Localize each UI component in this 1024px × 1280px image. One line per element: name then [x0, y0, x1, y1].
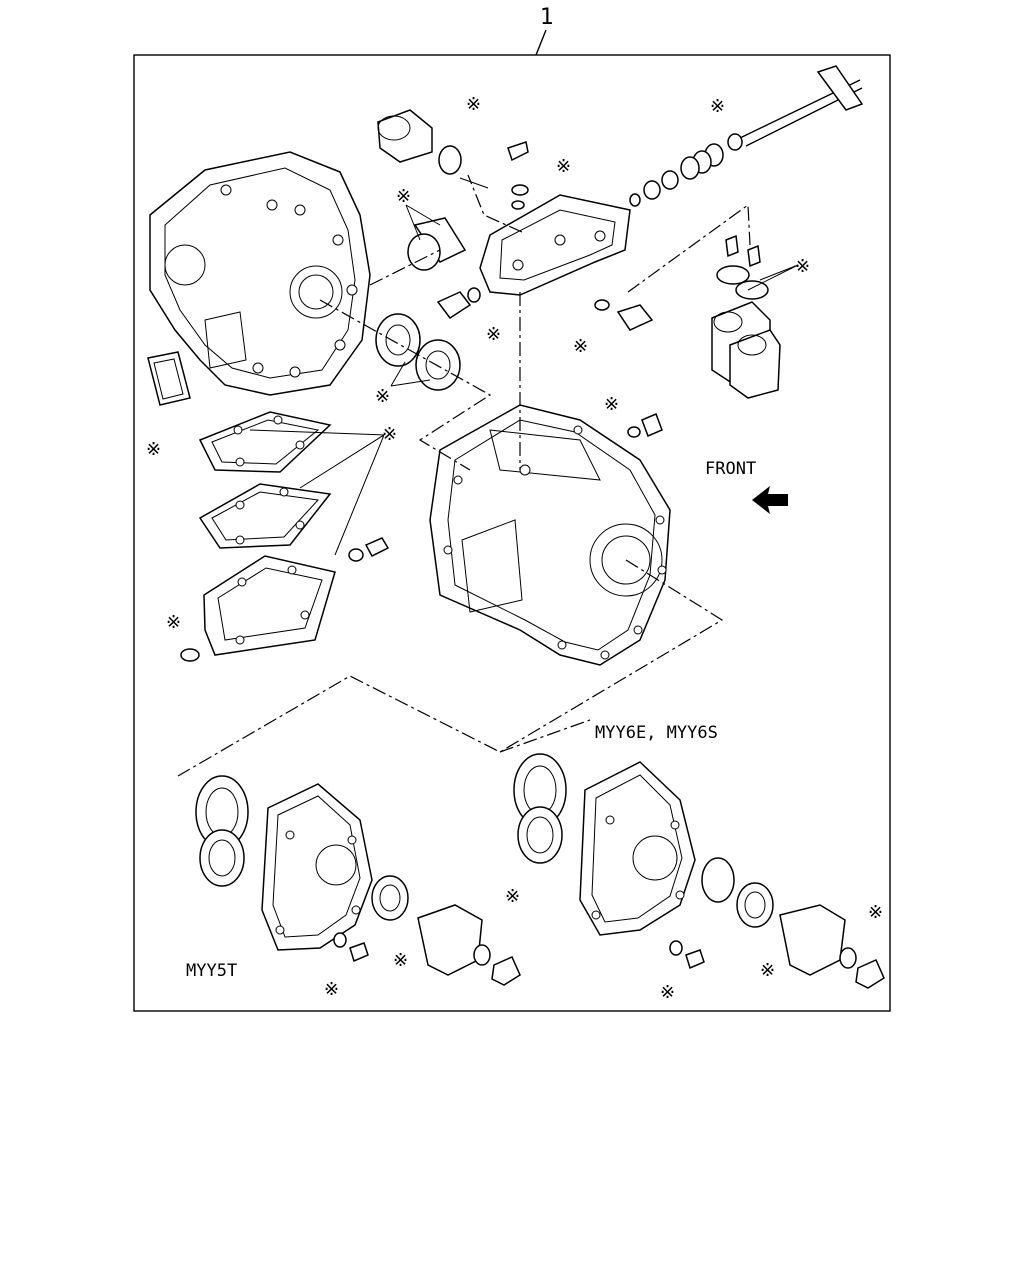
flange-o-ring-5	[473, 944, 491, 966]
case-drain-bolt	[641, 413, 663, 437]
flange-o-ring-6	[839, 947, 857, 969]
diagram-frame	[133, 54, 891, 1012]
shift-tower	[479, 194, 631, 296]
gasket-5-speed-lower	[199, 829, 245, 887]
front-arrow-icon	[752, 486, 788, 514]
kit-marker: ※	[760, 960, 775, 981]
kit-marker: ※	[324, 979, 339, 1000]
variant-label-6-speed: MYY6E, MYY6S	[595, 723, 718, 743]
kit-marker: ※	[486, 324, 501, 345]
flange-nut-6	[855, 959, 885, 989]
seal-washer-2	[511, 200, 525, 210]
variant-label-5-speed: MYY5T	[186, 961, 237, 981]
kit-marker: ※	[382, 424, 397, 445]
drain-o-ring-6	[669, 940, 683, 956]
switch-o-ring	[594, 299, 610, 311]
pin	[507, 141, 529, 162]
extension-housing-5-speed	[261, 783, 373, 951]
kit-marker: ※	[710, 96, 725, 117]
cover-o-ring	[407, 233, 441, 271]
kit-marker: ※	[393, 950, 408, 971]
top-cover-gaskets	[198, 411, 336, 656]
plug-bolt	[364, 537, 390, 557]
companion-flange-5	[417, 904, 483, 976]
rear-oil-seal-6	[736, 882, 774, 928]
clutch-housing	[149, 151, 371, 396]
kit-markers: ※ ※ ※ ※ ※ ※ ※ ※ ※ ※ ※ ※ ※ ※ ※ ※ ※ ※	[146, 94, 883, 1003]
case-o-ring	[627, 426, 641, 438]
callout-leader	[535, 29, 547, 56]
drain-bolt-6	[685, 949, 705, 970]
drain-o-ring-5	[333, 932, 347, 948]
front-label: FRONT	[705, 459, 756, 479]
shift-switch-left	[436, 291, 472, 320]
extension-housing-6-speed	[579, 761, 696, 936]
companion-flange-6	[779, 904, 846, 976]
callout-number: 1	[540, 5, 554, 30]
speed-sensor	[377, 109, 433, 163]
kit-marker: ※	[556, 156, 571, 177]
kit-marker: ※	[166, 612, 181, 633]
input-bearing-seal	[415, 339, 461, 391]
switch-washer	[467, 287, 481, 303]
solenoid-valves	[711, 234, 781, 399]
seal-washer	[511, 184, 529, 196]
gasket-o-ring	[180, 648, 200, 662]
transmission-case	[429, 404, 671, 666]
sensor-o-ring	[438, 145, 462, 175]
kit-marker: ※	[375, 386, 390, 407]
kit-marker: ※	[604, 394, 619, 415]
plug-o-ring	[348, 548, 364, 562]
drain-bolt-5	[349, 942, 369, 963]
input-oil-seal	[375, 313, 421, 367]
gasket-6-speed-lower	[517, 806, 563, 864]
rear-oil-seal-5	[371, 875, 409, 921]
rear-bearing-6	[701, 857, 735, 903]
kit-marker: ※	[795, 256, 810, 277]
kit-marker: ※	[505, 886, 520, 907]
kit-marker: ※	[573, 336, 588, 357]
kit-marker: ※	[660, 982, 675, 1003]
flange-nut-5	[491, 956, 521, 986]
shift-switch-right	[616, 304, 654, 331]
shift-shaft-assembly	[629, 65, 864, 207]
kit-marker: ※	[868, 902, 883, 923]
small-cover-gasket	[147, 351, 191, 406]
kit-leaders	[249, 204, 799, 556]
alignment-lines	[177, 174, 751, 777]
kit-marker: ※	[466, 94, 481, 115]
kit-marker: ※	[396, 186, 411, 207]
kit-marker: ※	[146, 439, 161, 460]
